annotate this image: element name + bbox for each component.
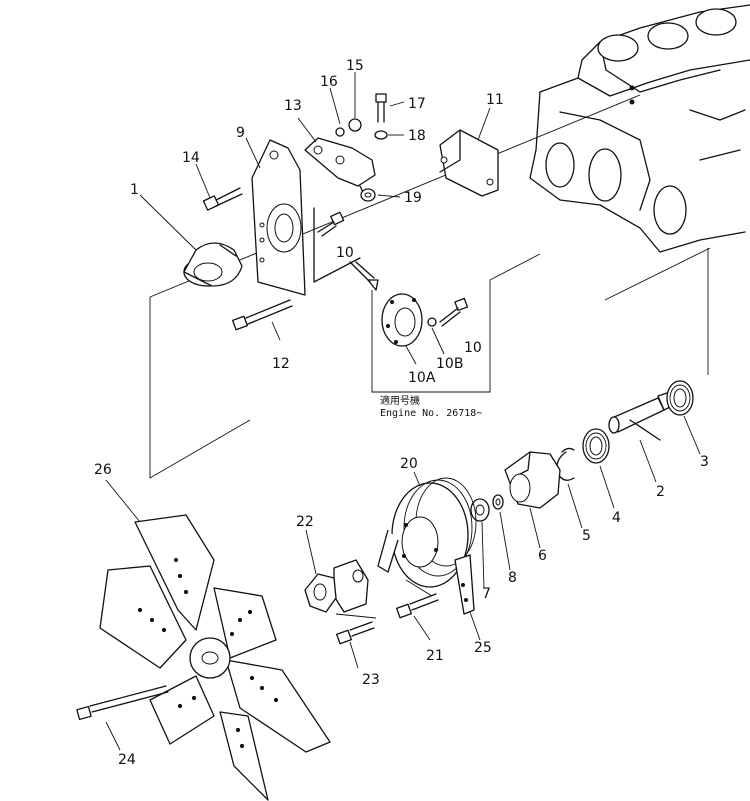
callout-10A: 10A [408, 370, 436, 386]
part-2-shaft [608, 391, 677, 441]
callout-18: 18 [408, 128, 426, 144]
callout-24: 24 [118, 752, 136, 768]
part-13-bracket [304, 137, 376, 199]
callout-19: 19 [404, 190, 422, 206]
callout-12: 12 [272, 356, 290, 372]
fan-rivets [137, 557, 279, 749]
leader-lines [105, 72, 701, 751]
part-11-spacer-block [439, 129, 499, 197]
part-21-bolt [396, 593, 439, 619]
part-12-bolt [232, 299, 293, 331]
part-24-bolt [76, 685, 169, 721]
bracket-line-left [149, 297, 251, 479]
callout-6: 6 [538, 548, 547, 564]
callout-22: 22 [296, 514, 314, 530]
callout-13: 13 [284, 98, 302, 114]
callout-9: 9 [236, 125, 245, 141]
callout-17: 17 [408, 96, 426, 112]
callout-21: 21 [426, 648, 444, 664]
inset-box [371, 253, 541, 393]
inset-note-jp: 適用号機 [380, 394, 420, 407]
part-9-bracket [251, 139, 306, 296]
callout-7: 7 [482, 586, 491, 602]
part-26-fan [99, 514, 331, 801]
callout-16: 16 [320, 74, 338, 90]
callout-4: 4 [612, 510, 621, 526]
callout-10-inset: 10 [464, 340, 482, 356]
callout-25: 25 [474, 640, 492, 656]
part-14-bolt [202, 187, 243, 211]
callout-15: 15 [346, 58, 364, 74]
callout-14: 14 [182, 150, 200, 166]
part-22-adapter [304, 559, 433, 619]
part-23-bolt [336, 621, 375, 645]
engine-block [529, 4, 750, 253]
callout-3: 3 [700, 454, 709, 470]
part-10-bolts [313, 207, 379, 291]
part-3-bearing [666, 380, 694, 416]
callout-2: 2 [656, 484, 665, 500]
inset-note-engine: Engine No. 26718~ [380, 408, 482, 419]
callout-11: 11 [486, 92, 504, 108]
part-25-guard [454, 554, 475, 615]
callout-10-upper: 10 [336, 245, 354, 261]
callout-1: 1 [130, 182, 139, 198]
callout-20: 20 [400, 456, 418, 472]
part-6-hub [504, 451, 561, 509]
callout-8: 8 [508, 570, 517, 586]
callout-23: 23 [362, 672, 380, 688]
callout-labels: 1 2 3 4 5 6 7 8 9 10 10 10A 10B 11 12 13… [94, 58, 709, 768]
part-20-pulley [377, 477, 477, 588]
callout-10B: 10B [436, 356, 463, 372]
callout-5: 5 [582, 528, 591, 544]
callout-26: 26 [94, 462, 112, 478]
part-1-spacer [183, 242, 243, 287]
parts-15-19-hardware [335, 93, 388, 202]
part-4-bearing [582, 428, 610, 464]
axis-line-lower [604, 247, 711, 301]
